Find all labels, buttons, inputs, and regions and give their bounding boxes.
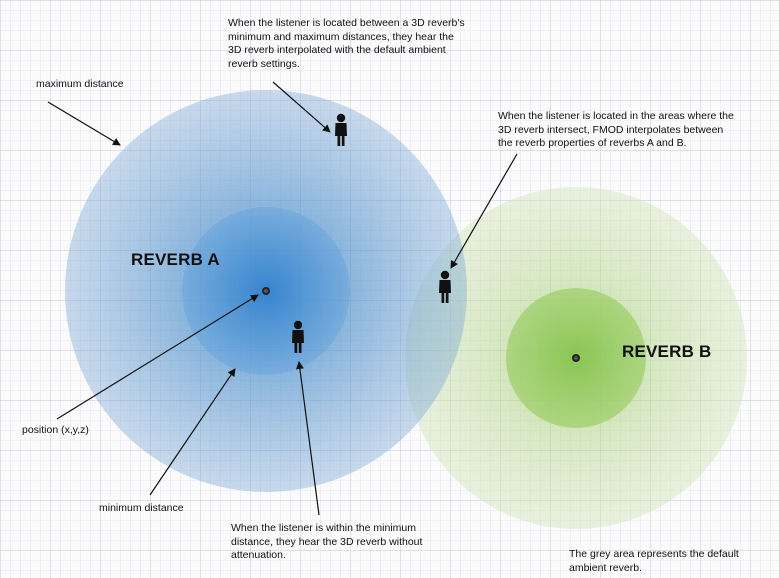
note-between-min-max: When the listener is located between a 3… <box>228 17 465 70</box>
arrow-icon <box>149 368 236 496</box>
position-label: position (x,y,z) <box>22 424 89 436</box>
maximum-distance-label: maximum distance <box>36 78 124 90</box>
arrow-icon <box>450 153 518 269</box>
reverb-a-position-point <box>262 287 270 295</box>
arrow-icon <box>47 101 121 146</box>
reverb-b-position-point <box>572 354 580 362</box>
reverb-b-label: REVERB B <box>622 342 712 361</box>
reverb-a-label: REVERB A <box>131 250 220 269</box>
note-intersect: When the listener is located in the area… <box>498 110 734 149</box>
note-within-min: When the listener is within the minimum … <box>231 522 423 561</box>
arrow-icon <box>295 361 320 516</box>
minimum-distance-label: minimum distance <box>99 502 184 514</box>
arrow-icon <box>56 294 259 420</box>
note-grey-area: The grey area represents the default amb… <box>569 548 739 574</box>
arrow-icon <box>272 81 331 133</box>
